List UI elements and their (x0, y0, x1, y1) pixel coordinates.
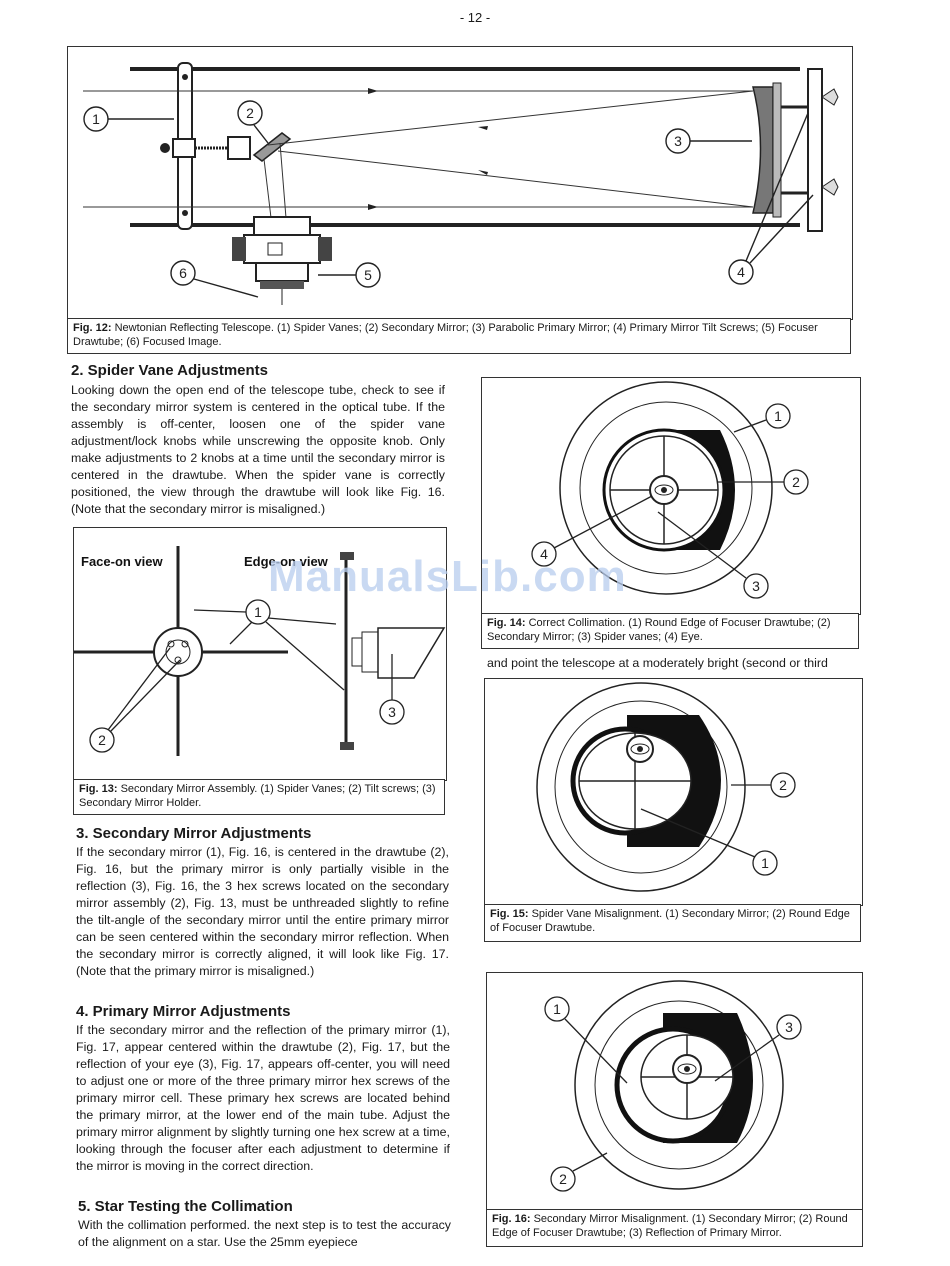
secondary-mirror-assembly: Face-on view Edge-on view 1 2 (74, 546, 446, 756)
fig12-callout-1: 1 (92, 111, 100, 127)
correct-collimation-view: 1 2 3 4 (531, 381, 809, 599)
tube-bottom-wall (130, 223, 800, 227)
fig16-callout-1: 1 (553, 1001, 561, 1017)
primary-mirror (752, 86, 774, 214)
tube-top-wall (130, 67, 800, 71)
fig12-callout-5: 5 (364, 267, 372, 283)
section2-heading: 2. Spider Vane Adjustments (71, 362, 268, 379)
section5-heading: 5. Star Testing the Collimation (78, 1198, 293, 1215)
fig14-callout-1: 1 (774, 408, 782, 424)
fig15-callout-1: 1 (761, 855, 769, 871)
fig14-callout-2: 2 (792, 474, 800, 490)
fig12-callout-2: 2 (246, 105, 254, 121)
fig13-callout-1: 1 (254, 604, 262, 620)
fig14-caption: Fig. 14: Correct Collimation. (1) Round … (481, 613, 859, 649)
fig14-callout-4: 4 (540, 546, 548, 562)
section4-heading: 4. Primary Mirror Adjustments (76, 1003, 291, 1020)
spider-vane-misalignment-view: 1 2 (536, 682, 796, 892)
fig14-caption-label: Fig. 14: (487, 617, 526, 629)
secondary-mirror (252, 132, 292, 162)
fig13-caption-label: Fig. 13: (79, 783, 118, 795)
fig13-edge-on-label: Edge-on view (244, 554, 329, 569)
fig15-callout-2: 2 (779, 777, 787, 793)
section5-body: With the collimation performed. the next… (78, 1218, 451, 1249)
secondary-mirror-misalignment-view: 1 2 3 (544, 980, 802, 1192)
fig16-callout-2: 2 (559, 1171, 567, 1187)
fig14-diagram: 1 2 3 4 (481, 377, 861, 615)
page-number: - 12 - (459, 10, 491, 25)
fig13-face-on-label: Face-on view (81, 554, 164, 569)
section3-heading: 3. Secondary Mirror Adjustments (76, 825, 312, 842)
fig12-callouts: 1 2 3 4 5 6 (92, 105, 745, 283)
fig13-callout-2: 2 (98, 732, 106, 748)
fig13-caption: Fig. 13: Secondary Mirror Assembly. (1) … (73, 779, 445, 815)
mirror-cell (807, 68, 823, 232)
fig15-caption-label: Fig. 15: (490, 908, 529, 920)
right-column-text: and point the telescope at a moderately … (487, 656, 828, 670)
telescope-diagram: 1 2 3 4 5 6 (83, 62, 839, 305)
fig16-caption-label: Fig. 16: (492, 1213, 531, 1225)
fig16-caption: Fig. 16: Secondary Mirror Misalignment. … (486, 1209, 863, 1247)
fig13-diagram: Face-on view Edge-on view 1 2 (73, 527, 447, 781)
section4-body: If the secondary mirror and the reflecti… (76, 1023, 450, 1173)
section3-body: If the secondary mirror (1), Fig. 16, is… (76, 845, 449, 978)
fig13-callout-3: 3 (388, 704, 396, 720)
fig12-callout-3: 3 (674, 133, 682, 149)
fig12-caption-label: Fig. 12: (73, 322, 112, 334)
fig12-callout-4: 4 (737, 264, 745, 280)
fig15-diagram: 1 2 (484, 678, 863, 906)
fig12-caption-text: Newtonian Reflecting Telescope. (1) Spid… (73, 322, 818, 348)
fig12-callout-6: 6 (179, 265, 187, 281)
fig16-caption-text: Secondary Mirror Misalignment. (1) Secon… (492, 1213, 848, 1239)
fig14-caption-text: Correct Collimation. (1) Round Edge of F… (487, 617, 831, 643)
fig16-diagram: 1 2 3 (486, 972, 863, 1211)
fig12-diagram: 1 2 3 4 5 6 (67, 46, 853, 320)
fig13-caption-text: Secondary Mirror Assembly. (1) Spider Va… (79, 783, 436, 809)
section2-body: Looking down the open end of the telesco… (71, 383, 445, 516)
fig15-caption: Fig. 15: Spider Vane Misalignment. (1) S… (484, 904, 861, 942)
fig12-caption: Fig. 12: Newtonian Reflecting Telescope.… (67, 318, 851, 354)
fig16-callout-3: 3 (785, 1019, 793, 1035)
fig15-caption-text: Spider Vane Misalignment. (1) Secondary … (490, 908, 850, 934)
fig14-callout-3: 3 (752, 578, 760, 594)
